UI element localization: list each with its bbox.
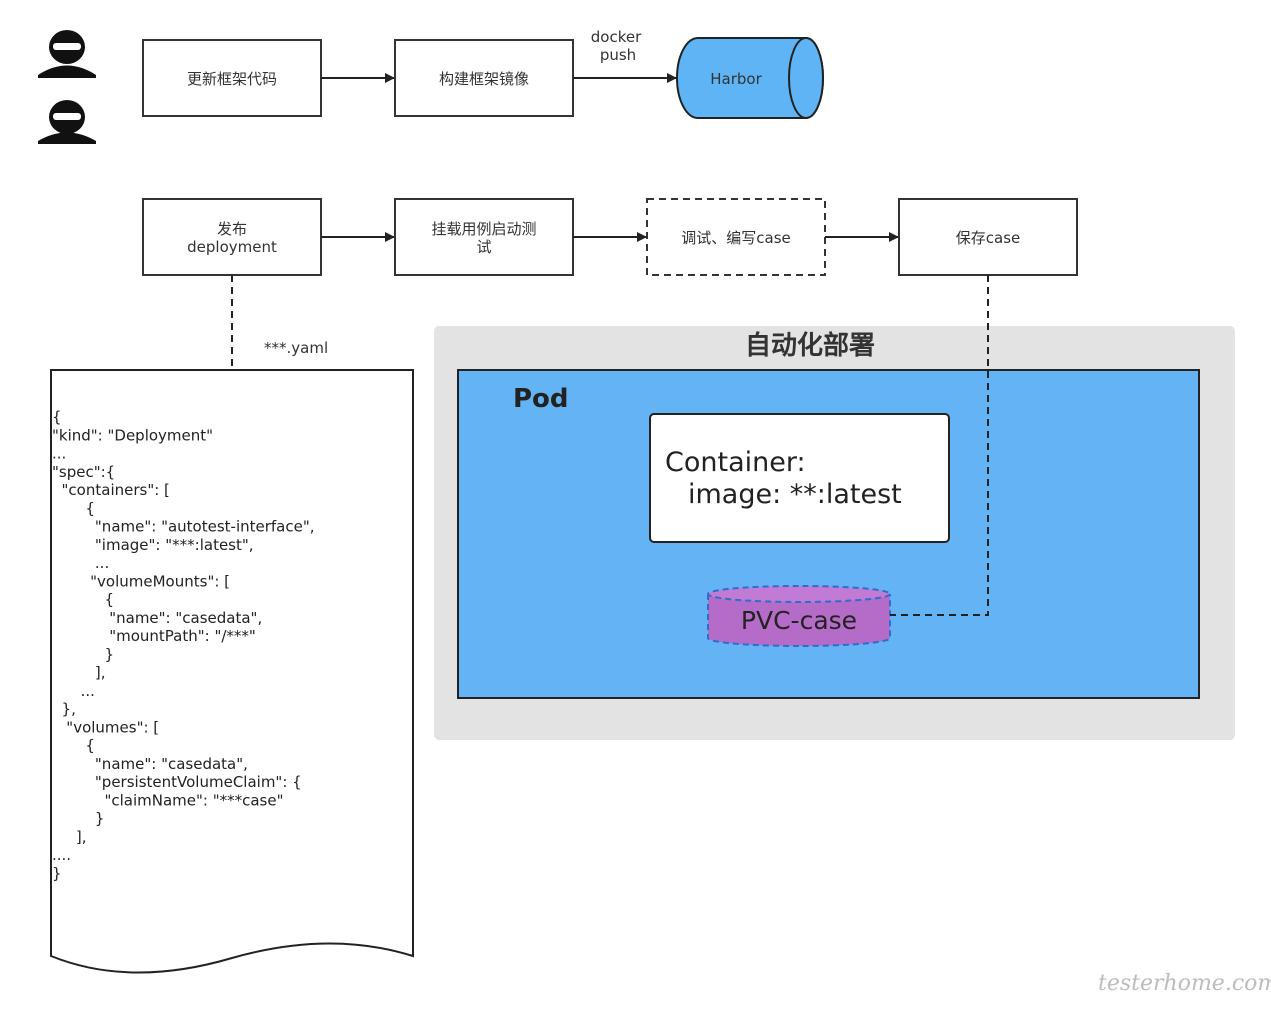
yaml-line: "volumeMounts": [ bbox=[52, 572, 230, 590]
watermark: testerhome.com bbox=[1098, 971, 1271, 996]
pvc-case-volume: PVC-case bbox=[707, 585, 891, 647]
debug-label: 调试、编写case bbox=[681, 229, 790, 247]
yaml-line: } bbox=[52, 864, 62, 882]
yaml-line: "mountPath": "/***" bbox=[52, 627, 256, 645]
yaml-line: { bbox=[52, 591, 114, 609]
pvc-label: PVC-case bbox=[741, 606, 857, 635]
mount-label-line1: 挂载用例启动测 bbox=[431, 220, 536, 238]
publish-label-line1: 发布 bbox=[217, 220, 247, 238]
build-image-box: 构建框架镜像 bbox=[394, 39, 574, 117]
debug-case-box: 调试、编写case bbox=[646, 198, 826, 276]
publish-label-line2: deployment bbox=[187, 238, 277, 256]
yaml-line: } bbox=[52, 810, 104, 828]
auto-deploy-title: 自动化部署 bbox=[745, 330, 875, 361]
publish-deployment-box: 发布 deployment bbox=[142, 198, 322, 276]
yaml-line: .... bbox=[52, 846, 71, 864]
update-code-label: 更新框架代码 bbox=[187, 70, 277, 88]
user-icon bbox=[38, 30, 96, 78]
yaml-line: }, bbox=[52, 700, 76, 718]
container-box bbox=[649, 413, 950, 543]
pod-label: Pod bbox=[513, 384, 569, 414]
yaml-line: ], bbox=[52, 828, 86, 846]
yaml-line: "image": "***:latest", bbox=[52, 536, 254, 554]
yaml-line: "kind": "Deployment" bbox=[52, 426, 213, 444]
docker-push-label-line1: docker bbox=[591, 28, 642, 46]
harbor-registry: Harbor bbox=[676, 37, 824, 119]
yaml-line: { bbox=[52, 737, 95, 755]
save-case-box: 保存case bbox=[898, 198, 1078, 276]
yaml-line: ], bbox=[52, 664, 106, 682]
yaml-line: "persistentVolumeClaim": { bbox=[52, 773, 302, 791]
container-label-line2: image: **:latest bbox=[688, 479, 902, 510]
yaml-line: "containers": [ bbox=[52, 481, 170, 499]
yaml-line: "name": "casedata", bbox=[52, 609, 262, 627]
docker-push-label-line2: push bbox=[600, 46, 636, 64]
yaml-document bbox=[50, 369, 414, 974]
yaml-line: "spec":{ bbox=[52, 463, 115, 481]
yaml-line: ... bbox=[52, 554, 109, 572]
yaml-line: { bbox=[52, 408, 62, 426]
update-code-box: 更新框架代码 bbox=[142, 39, 322, 117]
yaml-line: } bbox=[52, 645, 114, 663]
build-image-label: 构建框架镜像 bbox=[439, 70, 529, 88]
yaml-line: { bbox=[52, 499, 95, 517]
mount-label-line2: 试 bbox=[476, 238, 491, 256]
mount-test-box: 挂载用例启动测 试 bbox=[394, 198, 574, 276]
connector-save-to-pvc bbox=[890, 275, 989, 616]
yaml-line: ... bbox=[52, 682, 95, 700]
yaml-line: "name": "casedata", bbox=[52, 755, 248, 773]
yaml-content: {"kind": "Deployment"..."spec":{ "contai… bbox=[52, 408, 315, 882]
harbor-label: Harbor bbox=[710, 70, 762, 88]
save-label: 保存case bbox=[956, 229, 1020, 247]
container-label-line1: Container: bbox=[665, 447, 806, 478]
yaml-line: ... bbox=[52, 445, 66, 463]
yaml-line: "volumes": [ bbox=[52, 718, 159, 736]
yaml-label: ***.yaml bbox=[264, 339, 328, 357]
user-icon bbox=[38, 100, 96, 144]
yaml-line: "name": "autotest-interface", bbox=[52, 518, 315, 536]
yaml-line: "claimName": "***case" bbox=[52, 791, 284, 809]
